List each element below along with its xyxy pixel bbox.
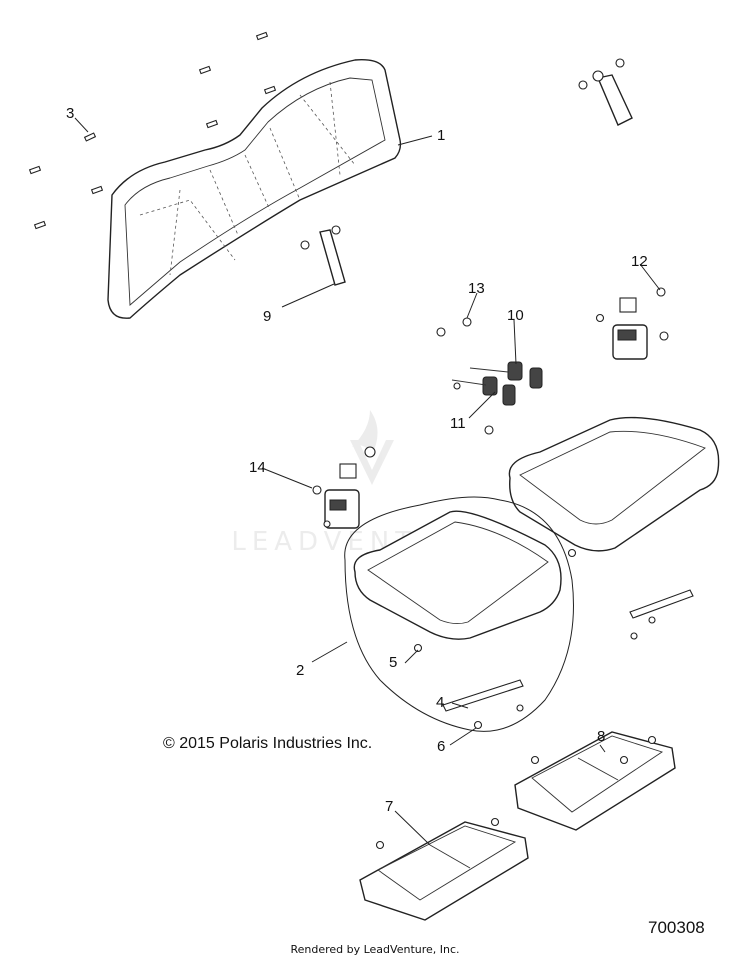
callout-8: 8: [597, 728, 605, 745]
callout-5: 5: [389, 654, 397, 671]
callout-7: 7: [385, 798, 393, 815]
storage-tray-lower: [359, 817, 529, 921]
callouts: 1 3 9 12 13 10 11 14 2 5 4 6 8 7: [66, 105, 648, 815]
copyright-notice: © 2015 Polaris Industries Inc.: [163, 735, 373, 752]
belt-bracket: [300, 225, 346, 286]
latch-handles: [436, 317, 543, 435]
callout-11: 11: [450, 415, 466, 432]
callout-12: 12: [631, 253, 648, 270]
callout-14: 14: [249, 459, 266, 476]
callout-10: 10: [507, 307, 524, 324]
callout-3: 3: [66, 105, 74, 122]
callout-13: 13: [468, 280, 485, 297]
callout-2: 2: [296, 662, 304, 679]
diagram-number: 700308: [648, 918, 705, 937]
seat-rails: [413, 548, 694, 730]
callout-9: 9: [263, 308, 271, 325]
seat-cushion-left: [344, 496, 574, 732]
callout-6: 6: [437, 738, 445, 755]
screw-set-top: [28, 31, 277, 230]
callout-1: 1: [437, 127, 445, 144]
seat-back-bracket: [578, 58, 633, 126]
rendered-by-footer: Rendered by LeadVenture, Inc.: [290, 943, 460, 956]
latch-assembly-left: [312, 446, 376, 529]
seat-cushion-right: [508, 416, 720, 552]
latch-assembly-right: [595, 287, 669, 360]
seat-back-panel: [107, 59, 402, 319]
storage-tray-upper: [514, 731, 676, 831]
callout-4: 4: [436, 694, 444, 711]
leader-lines: [74, 117, 661, 846]
